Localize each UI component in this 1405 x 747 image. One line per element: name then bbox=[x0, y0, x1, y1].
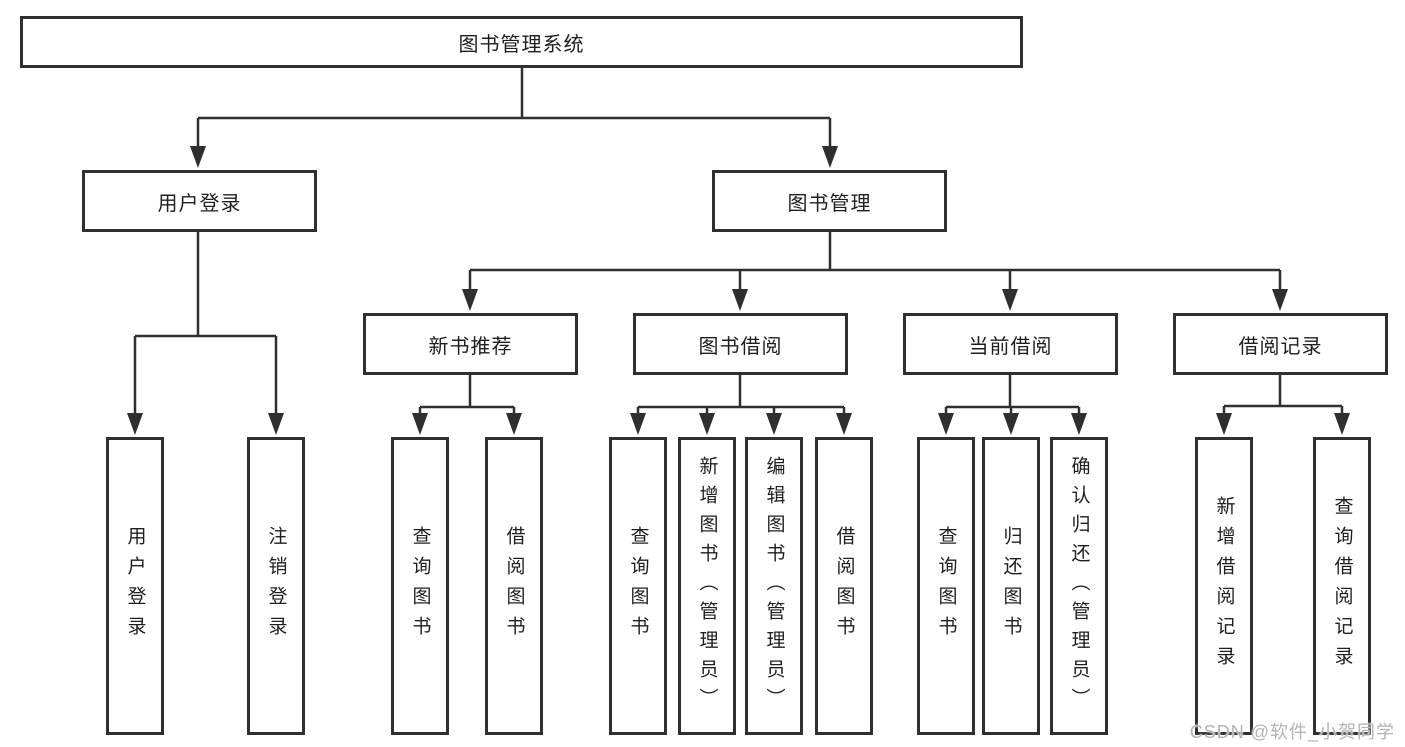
arrowheads bbox=[127, 146, 1350, 435]
watermark: CSDN @软件_小贺同学 bbox=[1189, 722, 1395, 742]
node-user-login: 用户登录 bbox=[82, 170, 317, 232]
leaf-br-add-record: 新增借阅记录 bbox=[1195, 437, 1253, 735]
leaf-user-login: 用户登录 bbox=[106, 437, 164, 735]
node-new-book-recommend: 新书推荐 bbox=[363, 313, 578, 375]
leaf-logout: 注销登录 bbox=[247, 437, 305, 735]
node-book-management: 图书管理 bbox=[712, 170, 947, 232]
leaf-nb-query-books: 查询图书 bbox=[391, 437, 449, 735]
leaf-cb-confirm-return-admin: 确认归还（管理员） bbox=[1050, 437, 1108, 735]
leaf-br-query-record: 查询借阅记录 bbox=[1313, 437, 1371, 735]
node-root: 图书管理系统 bbox=[20, 16, 1023, 68]
leaf-bb-query-books: 查询图书 bbox=[609, 437, 667, 735]
leaf-cb-query-books: 查询图书 bbox=[917, 437, 975, 735]
node-borrow-records: 借阅记录 bbox=[1173, 313, 1388, 375]
leaf-cb-return-books: 归还图书 bbox=[982, 437, 1040, 735]
node-book-borrow: 图书借阅 bbox=[633, 313, 848, 375]
leaf-bb-edit-books-admin: 编辑图书（管理员） bbox=[745, 437, 803, 735]
node-current-borrow: 当前借阅 bbox=[903, 313, 1118, 375]
leaf-bb-add-books-admin: 新增图书（管理员） bbox=[678, 437, 736, 735]
leaf-nb-borrow-books: 借阅图书 bbox=[485, 437, 543, 735]
leaf-bb-borrow-books: 借阅图书 bbox=[815, 437, 873, 735]
